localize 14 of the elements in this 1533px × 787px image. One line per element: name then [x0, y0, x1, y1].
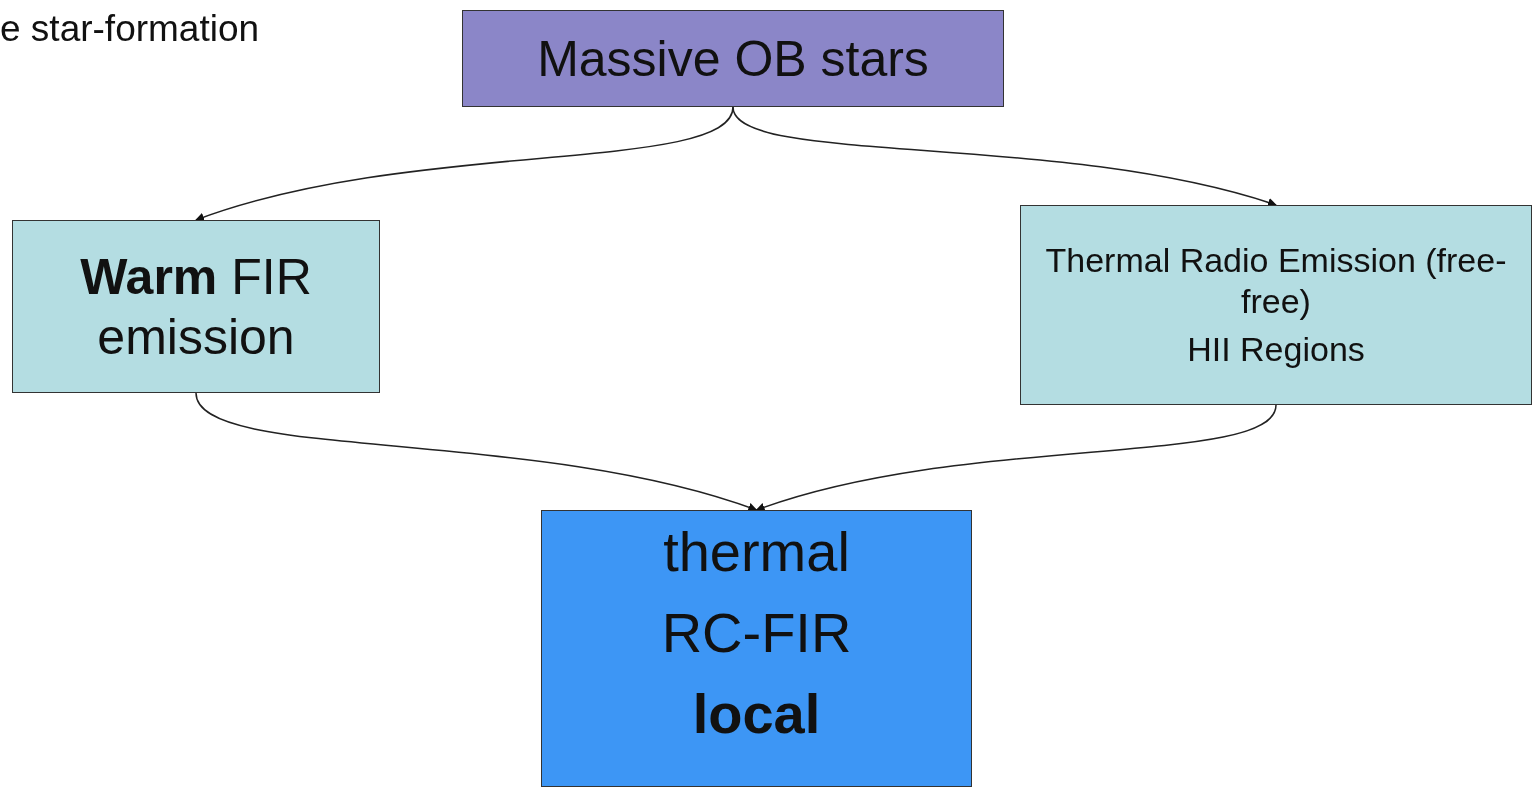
heading-fragment: e star-formation [0, 8, 260, 50]
curved-arrow [195, 392, 758, 512]
box-text: Warm FIR emission [79, 247, 313, 367]
box-text: thermal [663, 519, 850, 585]
box-text: HII Regions [1187, 329, 1365, 371]
box-text: Thermal Radio Emission (free-free) [1044, 239, 1508, 322]
process-box [12, 220, 380, 393]
box-text: Massive OB stars [537, 29, 929, 89]
curved-arrow [755, 404, 1277, 512]
process-box [462, 10, 1004, 107]
box-text: local [692, 681, 821, 748]
process-box [541, 510, 972, 787]
process-box [1020, 205, 1532, 405]
box-text: RC-FIR [661, 600, 852, 667]
